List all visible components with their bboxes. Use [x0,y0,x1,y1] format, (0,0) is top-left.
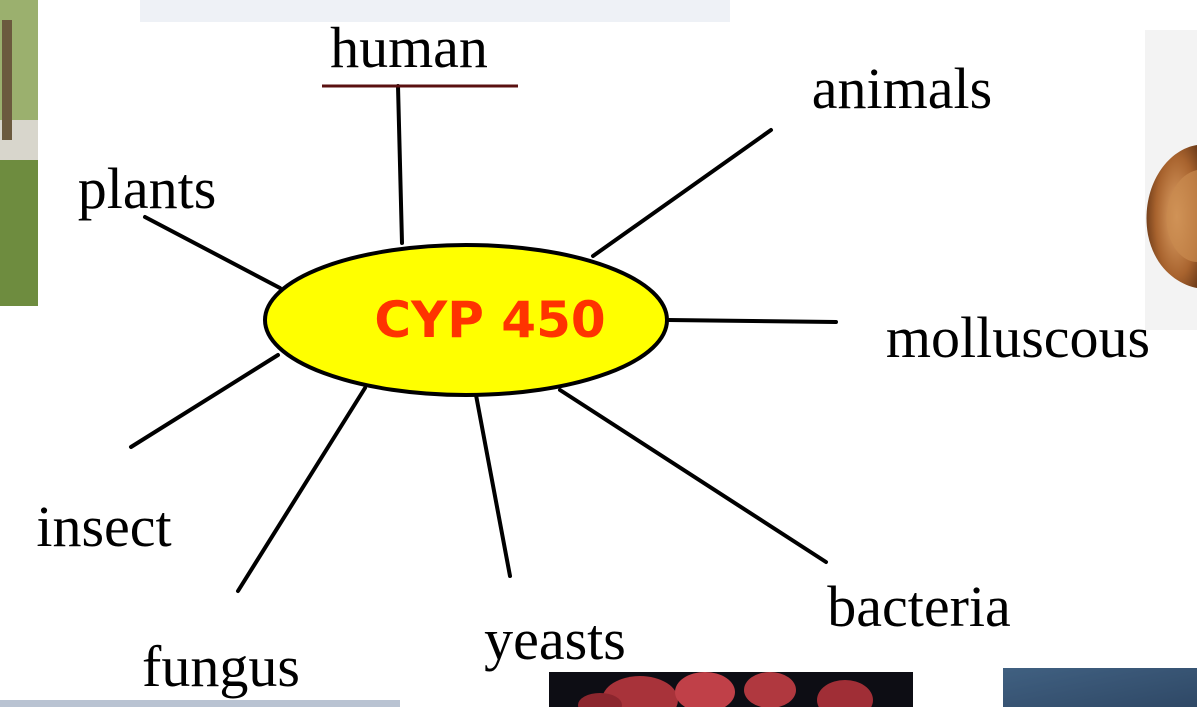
fungus-photo [0,700,400,707]
snail-photo [1145,30,1197,330]
label-plants: plants [78,156,217,221]
line-fungus [238,388,365,591]
bacteria-photo [1003,668,1197,707]
center-label: CYP 450 [374,291,605,349]
line-yeasts [476,395,510,576]
yeast-photo [549,672,913,707]
line-plants [145,217,280,288]
label-human: human [330,15,488,80]
line-insect [131,355,278,447]
line-human [398,86,402,243]
line-bacteria [560,390,826,562]
label-bacteria: bacteria [827,574,1011,639]
line-animals [593,130,771,256]
label-yeasts: yeasts [484,607,626,672]
line-molluscous [668,320,836,322]
label-fungus: fungus [142,634,300,699]
label-animals: animals [812,56,992,121]
tree-photo [0,0,38,306]
label-insect: insect [36,494,171,559]
label-molluscous: molluscous [886,305,1150,370]
